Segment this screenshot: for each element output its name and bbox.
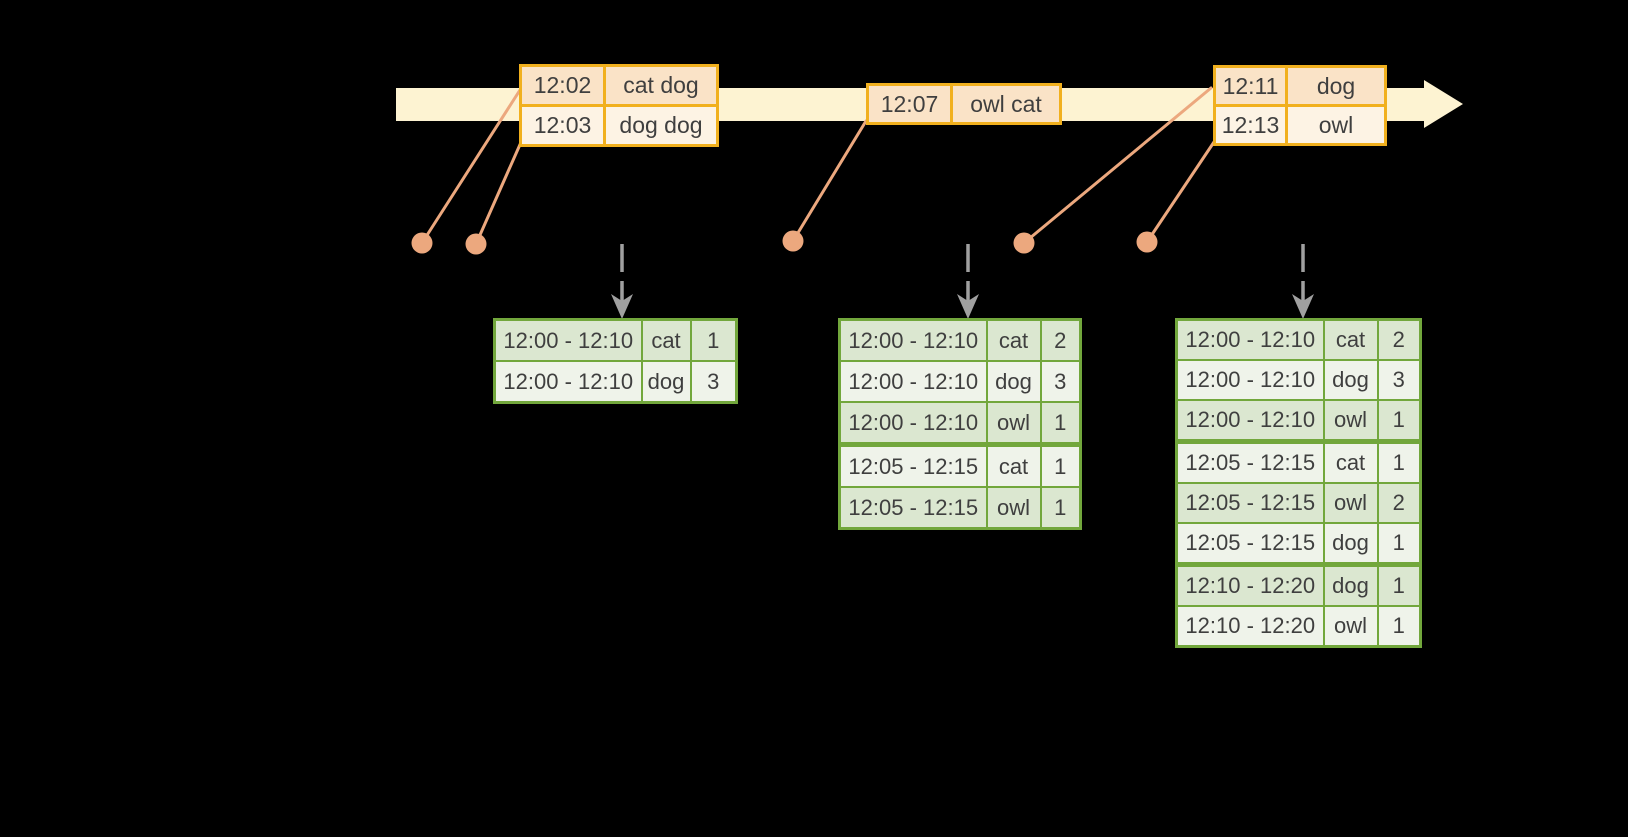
trigger-arrow-1 (611, 244, 633, 319)
count-cell: 1 (1376, 439, 1422, 484)
word-cell: owl (985, 486, 1042, 530)
event-words-cell: owl (1285, 104, 1387, 146)
event-dot-5 (1136, 231, 1158, 253)
count-cell: 2 (1376, 318, 1422, 361)
count-cell: 1 (1376, 562, 1422, 607)
window-cell: 12:00 - 12:10 (493, 360, 643, 404)
window-cell: 12:05 - 12:15 (1175, 522, 1325, 566)
event-time-cell: 12:11 (1213, 65, 1288, 107)
count-cell: 1 (1376, 399, 1422, 443)
window-cell: 12:00 - 12:10 (838, 318, 988, 362)
window-cell: 12:00 - 12:10 (838, 401, 988, 446)
count-cell: 1 (1376, 605, 1422, 648)
window-cell: 12:00 - 12:10 (493, 318, 643, 362)
word-cell: owl (985, 401, 1042, 446)
event-dot-3 (782, 230, 804, 252)
word-cell: owl (1322, 605, 1379, 648)
count-cell: 2 (1039, 318, 1082, 362)
word-cell: cat (1322, 318, 1379, 361)
word-cell: dog (985, 360, 1042, 403)
window-cell: 12:05 - 12:15 (1175, 482, 1325, 524)
event-connector-line-1 (420, 88, 522, 245)
event-connector-line-3 (791, 119, 868, 243)
word-cell: cat (985, 442, 1042, 488)
word-cell: cat (985, 318, 1042, 362)
event-time-cell: 12:02 (519, 64, 606, 107)
window-cell: 12:05 - 12:15 (838, 442, 988, 488)
event-dot-2 (465, 233, 487, 255)
count-cell: 3 (689, 360, 738, 404)
word-cell: cat (640, 318, 692, 362)
event-time-cell: 12:07 (866, 83, 953, 125)
event-connector-line-2 (474, 138, 524, 246)
count-cell: 2 (1376, 482, 1422, 524)
count-cell: 1 (1039, 442, 1082, 488)
word-cell: dog (1322, 562, 1379, 607)
word-cell: dog (640, 360, 692, 404)
event-words-cell: dog (1285, 65, 1387, 107)
window-cell: 12:00 - 12:10 (1175, 399, 1325, 443)
event-words-cell: cat dog (603, 64, 719, 107)
event-words-cell: dog dog (603, 104, 719, 147)
trigger-arrow-2 (957, 244, 979, 319)
trigger-arrowhead-icon (957, 294, 979, 319)
window-cell: 12:00 - 12:10 (838, 360, 988, 403)
trigger-arrowhead-icon (1292, 294, 1314, 319)
window-cell: 12:00 - 12:10 (1175, 359, 1325, 401)
word-cell: dog (1322, 522, 1379, 566)
count-cell: 3 (1376, 359, 1422, 401)
window-cell: 12:05 - 12:15 (1175, 439, 1325, 484)
window-cell: 12:05 - 12:15 (838, 486, 988, 530)
count-cell: 3 (1039, 360, 1082, 403)
count-cell: 1 (689, 318, 738, 362)
count-cell: 1 (1039, 401, 1082, 446)
event-dot-4 (1013, 232, 1035, 254)
event-time-cell: 12:03 (519, 104, 606, 147)
event-words-cell: owl cat (950, 83, 1062, 125)
word-cell: cat (1322, 439, 1379, 484)
trigger-arrowhead-icon (611, 294, 633, 319)
event-dot-1 (411, 232, 433, 254)
trigger-arrow-3 (1292, 244, 1314, 319)
count-cell: 1 (1039, 486, 1082, 530)
event-connector-line-5 (1145, 140, 1216, 244)
word-cell: owl (1322, 399, 1379, 443)
word-cell: owl (1322, 482, 1379, 524)
event-connector-line-4 (1022, 86, 1213, 245)
event-time-cell: 12:13 (1213, 104, 1288, 146)
window-cell: 12:00 - 12:10 (1175, 318, 1325, 361)
word-cell: dog (1322, 359, 1379, 401)
count-cell: 1 (1376, 522, 1422, 566)
window-cell: 12:10 - 12:20 (1175, 562, 1325, 607)
window-cell: 12:10 - 12:20 (1175, 605, 1325, 648)
